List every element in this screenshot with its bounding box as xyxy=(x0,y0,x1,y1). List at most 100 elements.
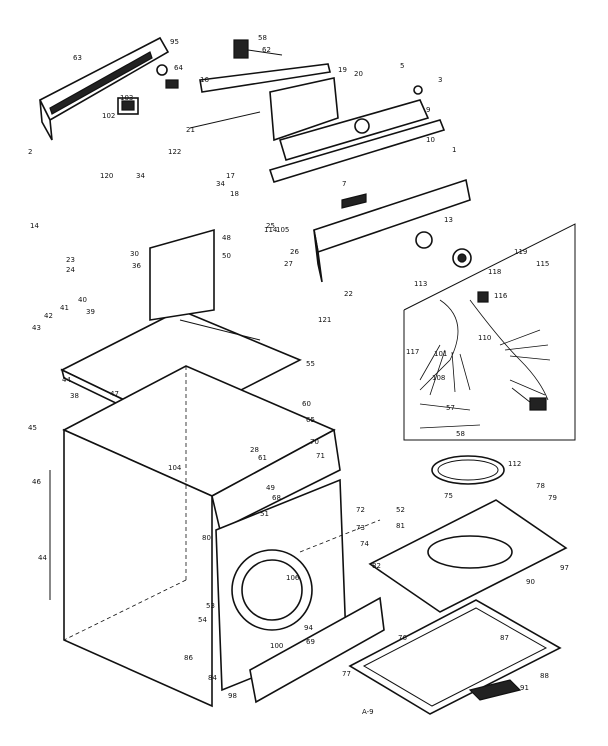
label-70: 70 xyxy=(310,438,319,446)
label-103: 103 xyxy=(120,94,133,102)
label-88: 88 xyxy=(540,672,549,680)
motor-relay-part xyxy=(117,97,139,115)
label-81: 81 xyxy=(396,522,405,530)
label-20: 20 xyxy=(354,70,363,78)
label-42: 42 xyxy=(44,312,53,320)
label-90: 90 xyxy=(526,578,535,586)
label-58: 58 xyxy=(258,34,267,42)
label-48: 48 xyxy=(222,234,231,242)
label-113: 113 xyxy=(414,280,427,288)
label-52: 52 xyxy=(396,506,405,514)
label-47: 47 xyxy=(110,390,119,398)
label-16: 16 xyxy=(200,76,209,84)
label-102: 102 xyxy=(102,112,115,120)
ring-gasket-part xyxy=(431,455,505,485)
label-44b: 44 xyxy=(38,554,47,562)
label-24: 24 xyxy=(66,266,75,274)
label-112: 112 xyxy=(508,460,521,468)
label-79: 79 xyxy=(548,494,557,502)
cabinet-part xyxy=(49,365,341,708)
label-116: 116 xyxy=(494,292,508,300)
label-34b: 34 xyxy=(216,180,225,188)
label-34: 34 xyxy=(136,172,145,180)
label-118: 118 xyxy=(488,268,501,276)
label-80: 80 xyxy=(202,534,211,542)
label-30: 30 xyxy=(130,250,139,258)
label-64: 64 xyxy=(174,64,183,72)
label-104: 104 xyxy=(168,464,182,472)
toe-panel-part xyxy=(249,596,385,704)
label-65: 65 xyxy=(306,416,315,424)
label-86: 86 xyxy=(184,654,193,662)
label-26: 26 xyxy=(290,248,299,256)
label-78: 78 xyxy=(536,482,545,490)
label-57: 57 xyxy=(446,404,455,412)
label-39: 39 xyxy=(86,308,95,316)
label-45: 45 xyxy=(28,424,37,432)
console-backsplash-part xyxy=(189,63,446,183)
control-panel-part xyxy=(313,178,471,283)
label-44: 44 xyxy=(62,376,71,384)
label-40: 40 xyxy=(78,296,87,304)
label-75: 75 xyxy=(444,492,453,500)
label-22: 22 xyxy=(344,290,353,298)
label-7: 7 xyxy=(342,180,346,188)
label-87: 87 xyxy=(500,634,509,642)
label-36: 36 xyxy=(132,262,141,270)
label-62: 62 xyxy=(262,46,271,54)
label-28: 28 xyxy=(250,446,259,454)
label-120: 120 xyxy=(100,172,113,180)
label-53: 53 xyxy=(206,602,215,610)
label-84: 84 xyxy=(208,674,217,682)
label-117: 117 xyxy=(406,348,419,356)
label-54: 54 xyxy=(198,616,207,624)
label-97: 97 xyxy=(560,564,569,572)
label-13: 13 xyxy=(444,216,453,224)
label-76: 76 xyxy=(398,634,407,642)
label-74: 74 xyxy=(360,540,369,548)
label-25: 25 xyxy=(266,222,275,230)
console-end-cap-part xyxy=(38,36,170,141)
label-91: 91 xyxy=(520,684,529,692)
label-14: 14 xyxy=(30,222,39,230)
label-71: 71 xyxy=(316,452,325,460)
label-69: 69 xyxy=(306,638,315,646)
timer-knob-part xyxy=(415,231,472,268)
label-122: 122 xyxy=(168,148,181,156)
label-27: 27 xyxy=(284,260,293,268)
label-105: 105 xyxy=(276,226,289,234)
switch-part xyxy=(233,39,283,59)
label-41: 41 xyxy=(60,304,69,312)
label-63: 63 xyxy=(73,54,82,62)
label-115: 115 xyxy=(536,260,549,268)
label-46: 46 xyxy=(32,478,41,486)
label-114: 114 xyxy=(264,226,278,234)
drain-pan-part xyxy=(348,599,562,715)
label-121: 121 xyxy=(318,316,331,324)
label-100: 100 xyxy=(270,642,283,650)
base-plate-part xyxy=(368,499,568,613)
label-50: 50 xyxy=(222,252,231,260)
label-73: 73 xyxy=(356,524,365,532)
label-21: 21 xyxy=(186,126,195,134)
label-55: 55 xyxy=(306,360,315,368)
label-18: 18 xyxy=(230,190,239,198)
knob-part xyxy=(156,64,179,89)
label-68: 68 xyxy=(272,494,281,502)
label-119: 119 xyxy=(514,248,527,256)
label-10: 10 xyxy=(426,136,435,144)
label-108: 108 xyxy=(432,374,445,382)
wiring-harness-inset xyxy=(403,223,576,441)
label-51: 51 xyxy=(260,510,269,518)
label-2: 2 xyxy=(28,148,32,156)
label-77: 77 xyxy=(342,670,351,678)
label-110: 110 xyxy=(478,334,491,342)
label-60: 60 xyxy=(302,400,311,408)
label-49: 49 xyxy=(266,484,275,492)
label-58b: 58 xyxy=(456,430,465,438)
label-9: 9 xyxy=(426,106,430,114)
label-94: 94 xyxy=(304,624,313,632)
label-82: 82 xyxy=(372,562,381,570)
label-72: 72 xyxy=(356,506,365,514)
